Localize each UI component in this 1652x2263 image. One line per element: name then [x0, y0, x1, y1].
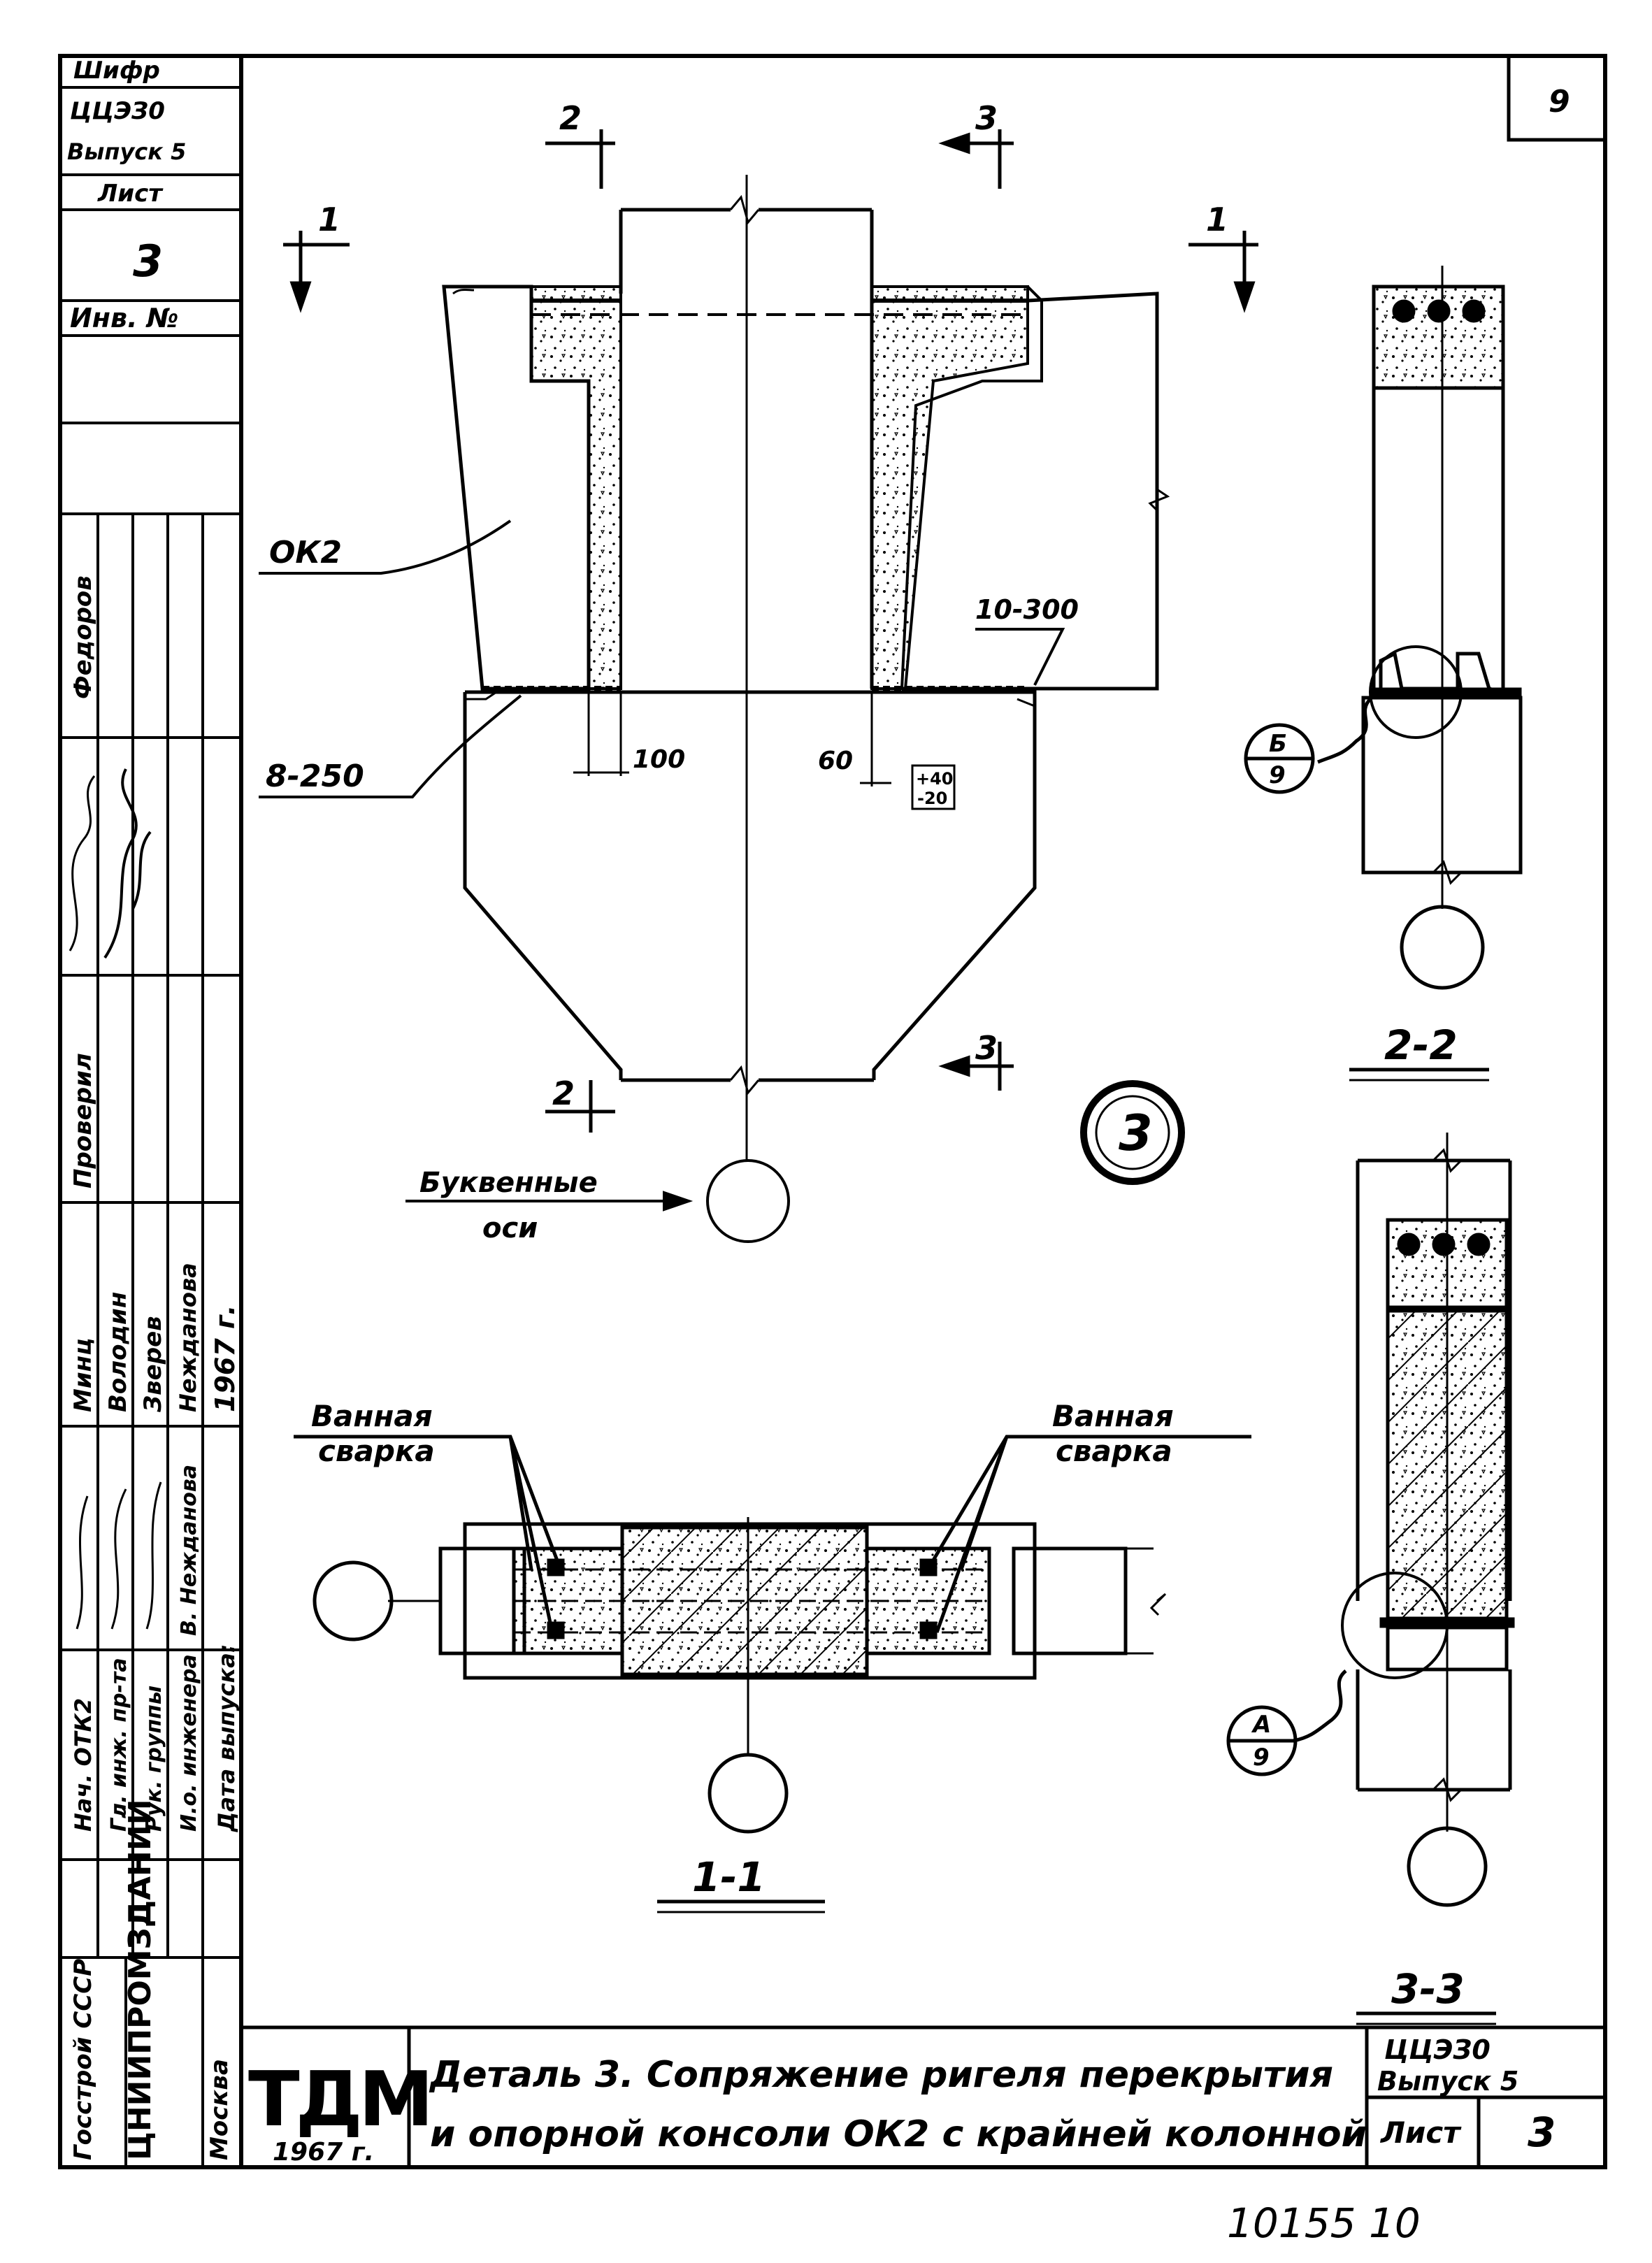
tolerance-plus: +40: [916, 769, 954, 789]
section-mark-2-bottom: 2: [552, 1075, 575, 1112]
role-4: Дата выпуска:: [213, 1644, 240, 1832]
label-8-250: 8-250: [266, 759, 364, 794]
signer-1: Володин: [104, 1292, 132, 1412]
sheet-label-side: Лист: [97, 180, 164, 208]
page-number-box: 9: [1507, 56, 1605, 142]
section-2-2: [1244, 266, 1523, 1082]
sign-note-0: В. Нежданова: [177, 1465, 201, 1636]
title-issue: Выпуск 5: [1377, 2066, 1518, 2097]
city-moscow: Москва: [206, 2059, 234, 2160]
callout-b-top: Б: [1269, 730, 1287, 758]
org-tsniiprom: ЦНИИПРОМЗДАНИЙ: [121, 1799, 158, 2160]
org-gosstroy: Госстрой СССР: [69, 1959, 97, 2160]
signer-0: Минц: [69, 1338, 97, 1412]
role-0: Нач. ОТК2: [70, 1698, 96, 1832]
tolerance-minus: -20: [917, 789, 947, 808]
signer-year: 1967 г.: [210, 1305, 240, 1412]
title-sheet-value: 3: [1528, 2108, 1556, 2156]
side-stamp: Шифр ЦЦЭЗ0 Выпуск 5 Лист 3 Инв. № Федоро…: [60, 57, 241, 2167]
label-ok2: ОК2: [269, 535, 342, 570]
letter-axes-line2: оси: [482, 1212, 538, 1244]
title-code: ЦЦЭЗ0: [1384, 2034, 1491, 2065]
callout-a-bottom: 9: [1253, 1744, 1270, 1772]
section-3-3: [1226, 1133, 1515, 2025]
elevation-annotations: [259, 519, 1065, 1243]
inv-label: Инв. №: [70, 303, 179, 333]
callout-b-bottom: 9: [1269, 761, 1286, 789]
section-marks: [283, 129, 1258, 1133]
logo-tdm: ТДМ: [248, 2056, 429, 2143]
cipher-issue: Выпуск 5: [67, 138, 186, 165]
section-mark-1-right: 1: [1206, 201, 1228, 238]
label-10-300: 10-300: [975, 594, 1079, 625]
section-mark-2-top: 2: [559, 99, 582, 137]
dim-100: 100: [633, 745, 685, 774]
section-1-1: [294, 1435, 1251, 1913]
dim-60: 60: [818, 747, 853, 775]
callout-a-top: А: [1251, 1711, 1271, 1739]
footer-number: 10155 10: [1227, 2199, 1421, 2247]
main-elevation: [442, 175, 1170, 1157]
cipher-label: Шифр: [73, 57, 160, 85]
bath-weld-right-2: сварка: [1056, 1434, 1172, 1468]
bath-weld-left-2: сварка: [318, 1434, 435, 1468]
name-fedorov: Федоров: [69, 575, 97, 699]
signature-scribble-2: [69, 775, 96, 951]
sheet-frame: [58, 54, 1607, 2169]
section-3-3-title: 3-3: [1391, 1965, 1465, 2013]
signature-row-scribbles: [76, 1481, 162, 1630]
letter-axes-line1: Буквенные: [419, 1167, 598, 1199]
checked-label: Проверил: [69, 1053, 97, 1188]
role-2: Рук. группы: [142, 1686, 166, 1832]
cipher-code: ЦЦЭЗ0: [70, 97, 165, 125]
role-1: Гл. инж. пр-та: [107, 1658, 131, 1832]
section-mark-3-bottom: 3: [975, 1029, 998, 1067]
sheet-value-side: 3: [133, 236, 163, 287]
detail-number-marker: 3: [1080, 1080, 1185, 1185]
title-sheet-label: Лист: [1379, 2115, 1462, 2150]
section-mark-1-left: 1: [318, 201, 340, 238]
title-block: [241, 2025, 1605, 2167]
bath-weld-right-1: Ванная: [1052, 1399, 1174, 1433]
title-line-1: Деталь 3. Сопряжение ригеля перекрытия: [429, 2054, 1333, 2096]
role-3: И.о. инженера: [177, 1654, 201, 1832]
signer-3: Нежданова: [175, 1263, 201, 1412]
logo-year: 1967 г.: [273, 2138, 374, 2167]
section-2-2-title: 2-2: [1384, 1021, 1458, 1069]
detail-number: 3: [1119, 1105, 1153, 1162]
section-mark-3-top: 3: [975, 99, 998, 137]
page-number: 9: [1549, 84, 1570, 120]
section-1-1-title: 1-1: [692, 1853, 766, 1901]
title-line-2: и опорной консоли ОК2 с крайней колонной: [430, 2113, 1367, 2155]
signature-scribble: [103, 768, 152, 959]
signer-2: Зверев: [139, 1316, 167, 1413]
bath-weld-left-1: Ванная: [311, 1399, 433, 1433]
